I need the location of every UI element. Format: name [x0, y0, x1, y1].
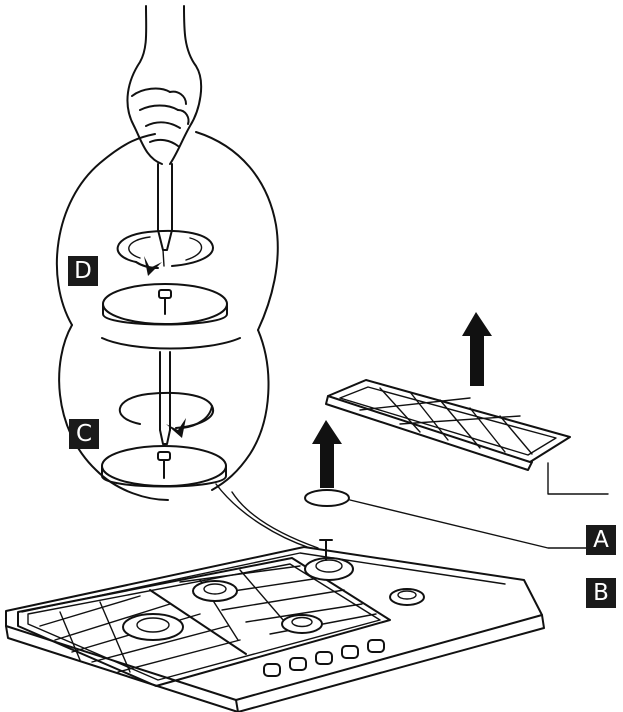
lifted-grid [325, 379, 571, 471]
hob-burners [122, 539, 425, 641]
rotation-arrow-icon [135, 256, 162, 276]
injector-screw [319, 539, 333, 561]
grid-bars-right [179, 565, 377, 635]
up-arrow-icon [312, 420, 342, 488]
leader-circle [231, 491, 319, 549]
cap-d-side [102, 303, 228, 326]
burner-exposed-cap [315, 559, 343, 573]
leader-circle-2 [215, 483, 311, 549]
label-d: D [68, 256, 98, 286]
knob [341, 645, 359, 659]
burner-small-cap [397, 590, 417, 600]
zoom-circle-c [58, 324, 270, 501]
screwdriver-icon [157, 163, 173, 267]
circle-d-bottom [101, 337, 241, 350]
rotation-ring-c [119, 391, 215, 429]
rotation-ring-d-inner [128, 236, 203, 261]
screwdriver-tip-c [159, 429, 171, 445]
cap-c-side [101, 465, 227, 488]
burner-large [122, 613, 184, 641]
rotation-ring-d [116, 229, 214, 267]
burner-mid [192, 580, 238, 602]
zoom-circle-d [55, 131, 279, 350]
leader-grid [547, 462, 609, 495]
burner-mid-cap [203, 583, 227, 595]
knob [367, 639, 385, 653]
circle-d-arc-left [55, 133, 156, 326]
up-arrow-icon [462, 312, 492, 386]
leader-a [349, 499, 589, 549]
knob [263, 663, 281, 677]
screw-c-head [157, 451, 171, 461]
circle-c-arc-right [211, 329, 270, 491]
lifted-grid-outline [327, 379, 571, 463]
circle-d-arc-right [195, 131, 279, 331]
lifted-burner-cap [304, 489, 350, 507]
label-c: C [69, 419, 99, 449]
hob-side-edge [235, 614, 545, 712]
screw-d-head [158, 289, 172, 299]
burner-front [281, 614, 323, 634]
lifted-grid-cross [359, 397, 521, 425]
burner-front-cap [291, 616, 313, 628]
grid-cross-bars [59, 569, 291, 673]
label-a: A [586, 525, 616, 555]
screwdriver-shaft-c [159, 351, 171, 431]
knob [315, 651, 333, 665]
grid-outline-inner [27, 563, 381, 681]
knob [289, 657, 307, 671]
hob-front-edge [5, 625, 239, 712]
rotation-arrow-icon [166, 405, 213, 438]
circle-c-arc-left [58, 324, 169, 501]
hob-knobs [263, 639, 385, 677]
lifted-grid-inner [339, 386, 557, 456]
burner-large-cap [136, 617, 170, 633]
hand-icon [126, 5, 203, 165]
label-b: B [586, 578, 616, 608]
burner-exposed [304, 557, 354, 581]
cap-disc [304, 489, 350, 507]
grid-outline [17, 557, 391, 687]
lifted-grid-bars [379, 387, 533, 455]
leader-lines [215, 462, 609, 549]
lifted-grid-edge [325, 395, 533, 471]
